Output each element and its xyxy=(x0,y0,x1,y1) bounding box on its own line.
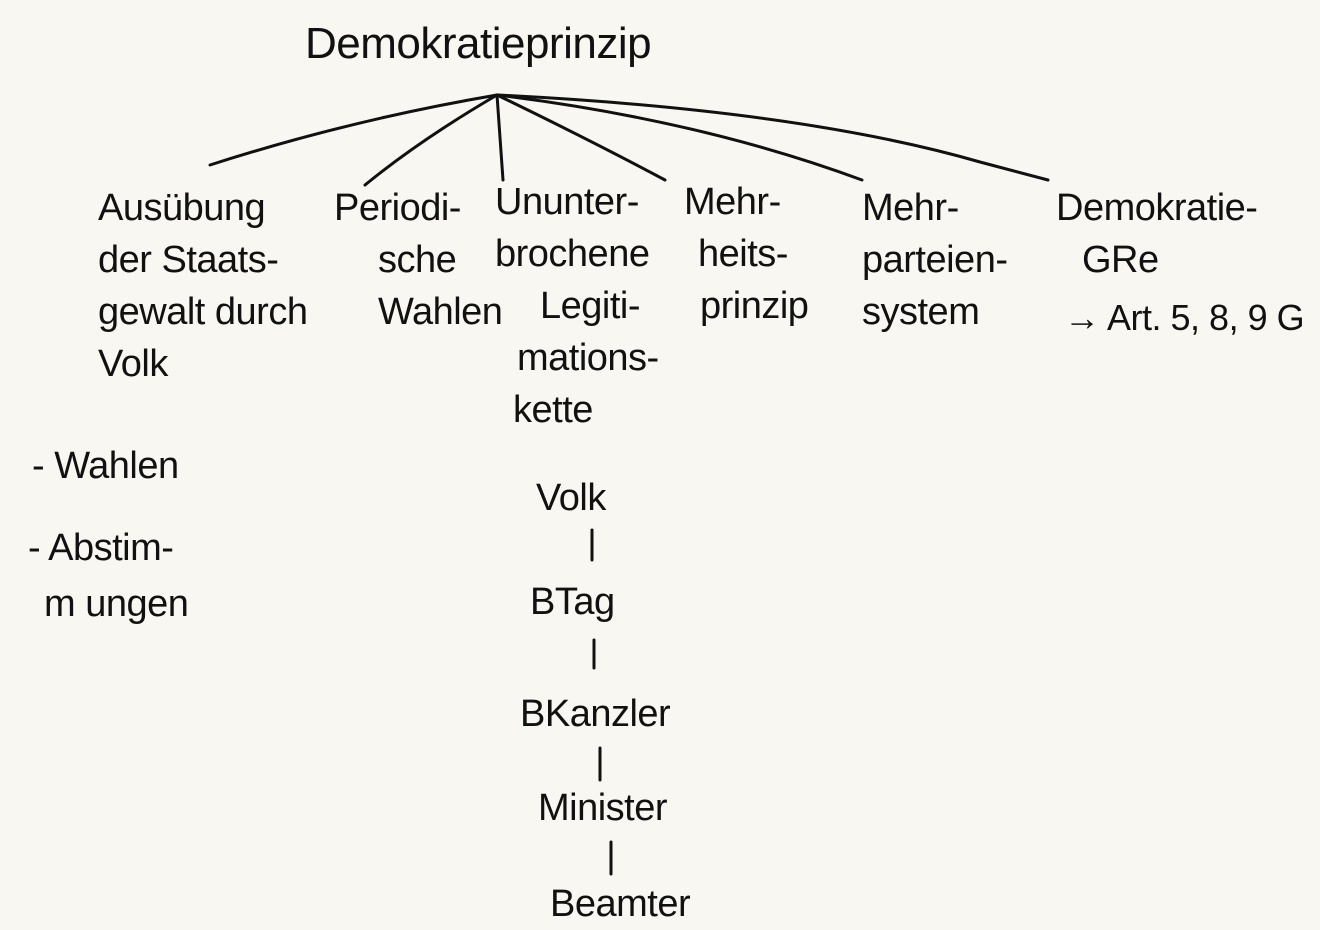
branch-text: kette xyxy=(513,389,593,431)
branch-line-5 xyxy=(495,93,864,182)
branch-text: gewalt durch xyxy=(98,291,308,333)
chain-beamter: Beamter xyxy=(550,883,691,925)
branch-demokratie-grundrechte: Demokratie- GRe xyxy=(1056,182,1258,286)
branch-text: Demokratie- xyxy=(1056,187,1258,229)
chain-minister: Minister xyxy=(538,787,668,829)
branch-text: der Staats- xyxy=(98,239,279,281)
branch-text: heits- xyxy=(698,233,788,275)
branch-text: sche xyxy=(378,239,457,281)
chain-btag: BTag xyxy=(530,581,615,623)
volk-note-wahlen: - Wahlen xyxy=(32,445,179,487)
branch-text: Legiti- xyxy=(540,285,640,327)
branch-text: Volk xyxy=(98,343,168,385)
branch-text: brochene xyxy=(495,233,650,275)
branch-line-4 xyxy=(495,93,667,182)
branch-text: Ununter- xyxy=(495,181,639,223)
diagram-title: Demokratieprinzip xyxy=(305,19,652,68)
branch-line-3 xyxy=(495,93,505,182)
volk-note-abstimmungen-1: - Abstim- xyxy=(28,527,174,569)
branch-mehrheitsprinzip: Mehr-heits-prinzip xyxy=(684,176,809,332)
chain-volk: Volk xyxy=(536,477,606,519)
branch-line-2 xyxy=(363,93,499,187)
branch-text: mations- xyxy=(517,337,659,379)
branch-text: system xyxy=(862,291,980,333)
grundrechte-articles-note: → Art. 5, 8, 9 G xyxy=(1064,297,1305,338)
branch-text: GRe xyxy=(1082,239,1159,281)
branch-mehrparteiensystem: Mehr-parteien-system xyxy=(862,182,1008,338)
branch-text: Mehr- xyxy=(862,187,959,229)
branch-text: Ausübung xyxy=(98,187,266,229)
branch-text: prinzip xyxy=(700,285,809,327)
branch-text: Mehr- xyxy=(684,181,781,223)
branch-text: Periodi- xyxy=(334,187,461,229)
branch-line-6 xyxy=(495,93,1050,182)
volk-note-abstimmungen-2: m ungen xyxy=(44,583,189,625)
branch-text: Wahlen xyxy=(378,291,503,333)
branch-text: parteien- xyxy=(862,239,1008,281)
chain-bkanzler: BKanzler xyxy=(520,693,671,735)
branch-line-1 xyxy=(208,93,499,167)
